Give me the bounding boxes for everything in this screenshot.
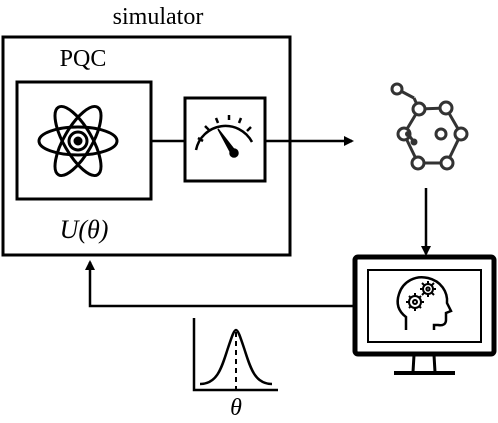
molecule-graph-icon [390,82,469,171]
monitor-head-gears-icon [352,254,497,375]
theta-label: θ [230,395,242,421]
atom-icon [37,105,119,177]
measurement-box [183,96,267,183]
simulator-label: simulator [113,4,204,30]
feedback-arrow [85,260,355,308]
pqc-label: PQC [60,46,107,72]
distribution-axes [192,318,278,392]
gauge-block [183,96,267,183]
unitary-label: U(θ) [60,215,109,244]
gaussian-curve [199,328,273,386]
pqc-box [15,80,153,201]
gaussian-distribution-icon [192,318,278,392]
gauge-meter-icon [194,115,254,158]
simulator-box [1,35,292,257]
atom-block [15,80,153,201]
